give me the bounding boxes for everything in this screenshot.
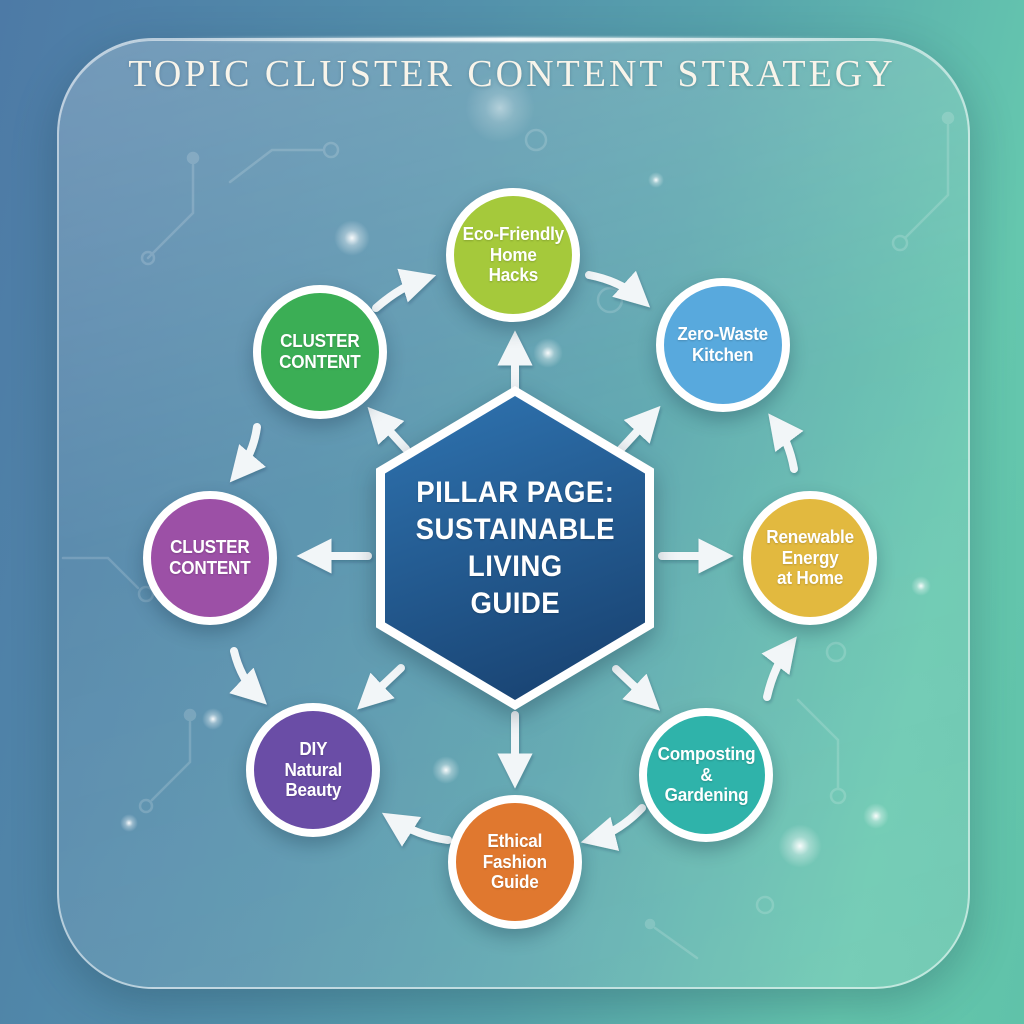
cluster-node-label: Zero-Waste Kitchen bbox=[677, 324, 769, 365]
arrow-center-to-bottom-left bbox=[357, 664, 405, 710]
cluster-node-label: Composting & Gardening bbox=[657, 744, 755, 806]
ring-arrows-group bbox=[229, 268, 804, 851]
page-title: TOPIC CLUSTER CONTENT STRATEGY bbox=[128, 53, 896, 95]
arrow-top-to-top-right bbox=[585, 270, 651, 308]
arrow-center-to-bottom-right bbox=[612, 665, 660, 711]
cluster-node-label: CLUSTER CONTENT bbox=[279, 331, 361, 372]
arrow-bottom-right-to-bottom bbox=[580, 804, 646, 851]
cluster-node-diy-natural-beauty: DIY Natural Beauty bbox=[246, 703, 380, 837]
cluster-node-composting-gardening: Composting & Gardening bbox=[639, 708, 773, 842]
pillar-page-node: PILLAR PAGE: SUSTAINABLE LIVING GUIDE bbox=[376, 386, 654, 710]
arrow-top-left-to-top bbox=[372, 268, 437, 312]
cluster-node-renewable-energy-at-home: Renewable Energy at Home bbox=[743, 491, 877, 625]
arrow-top-left-to-left bbox=[229, 423, 266, 483]
arrow-right-to-top-right bbox=[768, 413, 804, 473]
arrow-left-to-bottom-left bbox=[229, 647, 267, 705]
cluster-node-ethical-fashion-guide: Ethical Fashion Guide bbox=[448, 795, 582, 929]
pillar-page-label: PILLAR PAGE: SUSTAINABLE LIVING GUIDE bbox=[415, 475, 615, 621]
arrow-bottom-right-to-right bbox=[761, 636, 797, 701]
cluster-node-label: Eco-Friendly Home Hacks bbox=[462, 224, 564, 286]
cluster-node-label: DIY Natural Beauty bbox=[284, 739, 342, 801]
radial-arrows-group bbox=[296, 330, 734, 789]
cluster-node-cluster-content-left: CLUSTER CONTENT bbox=[143, 491, 277, 625]
cluster-node-zero-waste-kitchen: Zero-Waste Kitchen bbox=[656, 278, 790, 412]
cluster-node-label: Renewable Energy at Home bbox=[766, 527, 854, 589]
cluster-node-cluster-content-top-left: CLUSTER CONTENT bbox=[253, 285, 387, 419]
cluster-node-label: CLUSTER CONTENT bbox=[169, 537, 251, 578]
arrow-bottom-to-bottom-left bbox=[381, 812, 452, 847]
cluster-node-eco-friendly-home-hacks: Eco-Friendly Home Hacks bbox=[446, 188, 580, 322]
cluster-node-label: Ethical Fashion Guide bbox=[482, 831, 548, 893]
arrow-center-to-top-right bbox=[617, 405, 661, 453]
arrow-center-to-top-left bbox=[367, 406, 410, 453]
